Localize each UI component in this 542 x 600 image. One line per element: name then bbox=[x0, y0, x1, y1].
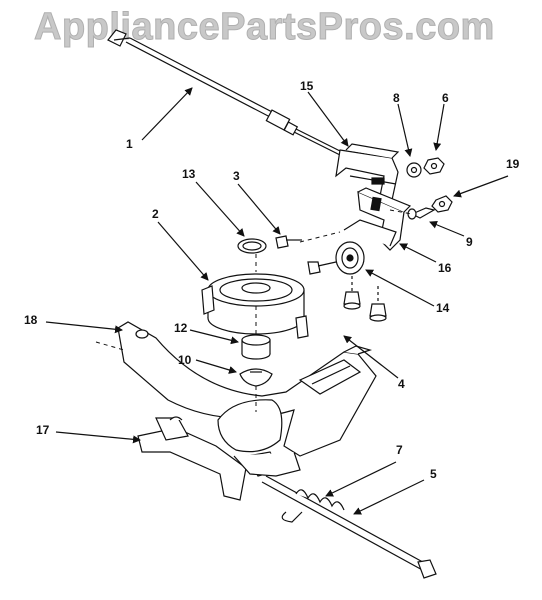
callout-17: 17 bbox=[36, 423, 50, 437]
callout-1: 1 bbox=[126, 137, 133, 151]
callout-15: 15 bbox=[300, 79, 314, 93]
upper-control-cable bbox=[107, 29, 345, 157]
callout-3: 3 bbox=[233, 169, 240, 183]
callout-numbers: 1 2 3 4 5 6 7 8 9 10 12 13 14 15 16 17 1… bbox=[24, 79, 520, 481]
callout-13: 13 bbox=[182, 167, 196, 181]
idler-pulley bbox=[307, 241, 365, 275]
callout-19: 19 bbox=[506, 157, 520, 171]
callout-10: 10 bbox=[178, 353, 192, 367]
mounting-bolts bbox=[343, 276, 387, 322]
cable-bracket bbox=[335, 143, 400, 201]
callout-4: 4 bbox=[398, 377, 405, 391]
main-mounting-bracket bbox=[117, 321, 377, 501]
callout-2: 2 bbox=[152, 207, 159, 221]
lower-rod-and-spring bbox=[261, 475, 437, 579]
callout-6: 6 bbox=[442, 91, 449, 105]
callout-leaders bbox=[45, 87, 509, 515]
callout-5: 5 bbox=[430, 467, 437, 481]
callout-8: 8 bbox=[393, 91, 400, 105]
callout-7: 7 bbox=[396, 443, 403, 457]
callout-12: 12 bbox=[174, 321, 188, 335]
callout-18: 18 bbox=[24, 313, 38, 327]
washer-and-pin bbox=[237, 235, 302, 254]
callout-14: 14 bbox=[436, 301, 450, 315]
main-pulley bbox=[201, 273, 309, 339]
callout-9: 9 bbox=[466, 235, 473, 249]
callout-16: 16 bbox=[438, 261, 452, 275]
bracket-hardware bbox=[406, 157, 453, 220]
alignment-lines bbox=[95, 209, 413, 412]
idler-bracket bbox=[343, 187, 412, 251]
bushing-and-clip bbox=[239, 334, 273, 387]
